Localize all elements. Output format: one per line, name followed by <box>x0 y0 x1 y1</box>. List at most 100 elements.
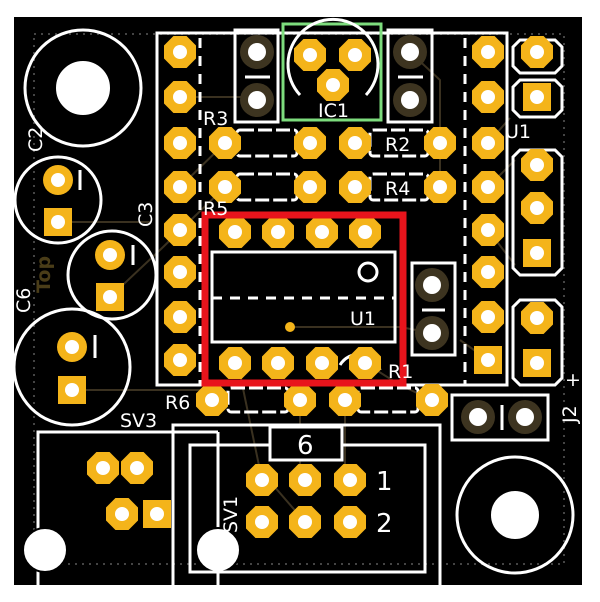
drill-hole <box>433 180 447 194</box>
drill-hole <box>103 248 117 262</box>
label-r5: R5 <box>203 198 228 220</box>
drill-hole <box>51 173 65 187</box>
drill-hole <box>115 507 129 521</box>
drill-hole <box>401 91 419 109</box>
drill-hole <box>343 473 357 487</box>
drill-hole <box>530 356 544 370</box>
drill-hole <box>271 356 285 370</box>
drill-hole <box>228 356 242 370</box>
drill-hole <box>173 310 187 324</box>
sv3-hole-left <box>22 527 68 573</box>
drill-hole <box>150 507 164 521</box>
drill-hole <box>481 45 495 59</box>
drill-hole <box>530 201 544 215</box>
drill-hole <box>65 340 79 354</box>
drill-hole <box>358 225 372 239</box>
label-c3: C3 <box>135 202 157 227</box>
drill-hole <box>481 90 495 104</box>
drill-hole <box>343 515 357 529</box>
label-u1-header: U1 <box>505 121 531 143</box>
drill-hole <box>298 473 312 487</box>
drill-hole <box>271 225 285 239</box>
drill-hole <box>481 223 495 237</box>
drill-hole <box>425 393 439 407</box>
mounting-hole-bottom-right <box>455 455 575 575</box>
drill-hole <box>173 223 187 237</box>
sv3-hole-right <box>195 527 241 573</box>
drill-hole <box>348 48 362 62</box>
drill-hole <box>348 136 362 150</box>
drill-hole <box>255 515 269 529</box>
drill-hole <box>401 43 419 61</box>
label-c2: C2 <box>25 127 47 152</box>
drill-hole <box>326 78 340 92</box>
label-c6: C6 <box>13 288 35 313</box>
drill-hole <box>423 324 441 342</box>
drill-hole <box>530 158 544 172</box>
drill-hole <box>255 473 269 487</box>
drill-hole <box>298 515 312 529</box>
label-r2: R2 <box>385 134 410 156</box>
mounting-hole-top-left <box>23 28 143 148</box>
drill-hole <box>530 311 544 325</box>
drill-hole <box>173 45 187 59</box>
drill-hole <box>293 393 307 407</box>
drill-hole <box>218 136 232 150</box>
drill-hole <box>96 461 110 475</box>
label-sv1-pin6: 6 <box>297 431 314 461</box>
drill-hole <box>228 225 242 239</box>
jumper-middle-outline <box>410 261 457 357</box>
label-r3: R3 <box>203 108 228 130</box>
ic1-outline <box>281 22 383 122</box>
label-r6: R6 <box>165 392 190 414</box>
drill-hole <box>303 136 317 150</box>
drill-hole <box>303 180 317 194</box>
drill-hole <box>481 310 495 324</box>
label-j2: J2 <box>559 405 581 424</box>
board-keepout <box>33 33 565 565</box>
label-plus: + <box>565 369 581 391</box>
jumper-right-outline <box>386 28 434 124</box>
drill-hole <box>358 356 372 370</box>
jumper-left-outline <box>233 28 280 124</box>
pads <box>43 35 553 538</box>
label-u1: U1 <box>350 308 376 330</box>
label-ic1: IC1 <box>318 100 349 122</box>
drill-hole <box>469 408 487 426</box>
label-r4: R4 <box>385 178 410 200</box>
drill-hole <box>348 180 362 194</box>
drill-hole <box>173 265 187 279</box>
drill-hole <box>481 353 495 367</box>
label-sv1: SV1 <box>220 496 242 533</box>
drill-hole <box>338 393 352 407</box>
drill-hole <box>315 225 329 239</box>
capacitor-c2-outline <box>13 155 103 245</box>
sv1-pin6-box <box>268 425 344 462</box>
drill-hole <box>433 136 447 150</box>
drill-hole <box>248 91 266 109</box>
label-sv3: SV3 <box>120 410 157 432</box>
drill-hole <box>248 43 266 61</box>
drill-hole <box>423 276 441 294</box>
header-u1-outline <box>511 38 564 119</box>
drill-hole <box>481 136 495 150</box>
drill-hole <box>205 393 219 407</box>
drill-hole <box>173 353 187 367</box>
label-sv1-pin2: 2 <box>376 509 393 539</box>
label-r1: R1 <box>388 361 413 383</box>
highlight-box-u1 <box>201 211 407 387</box>
drill-hole <box>303 48 317 62</box>
u1-pin1-marker <box>357 261 379 283</box>
label-top: Top <box>33 256 55 293</box>
drill-hole <box>530 45 544 59</box>
connector-j2-outline <box>450 393 550 442</box>
drill-hole <box>516 408 534 426</box>
drill-hole <box>173 180 187 194</box>
connector-sv1-outline <box>171 423 442 592</box>
capacitor-c6-outline <box>12 307 132 427</box>
via <box>285 322 295 332</box>
drill-hole <box>530 246 544 260</box>
drill-hole <box>130 461 144 475</box>
header-sv2-outline <box>511 148 564 277</box>
